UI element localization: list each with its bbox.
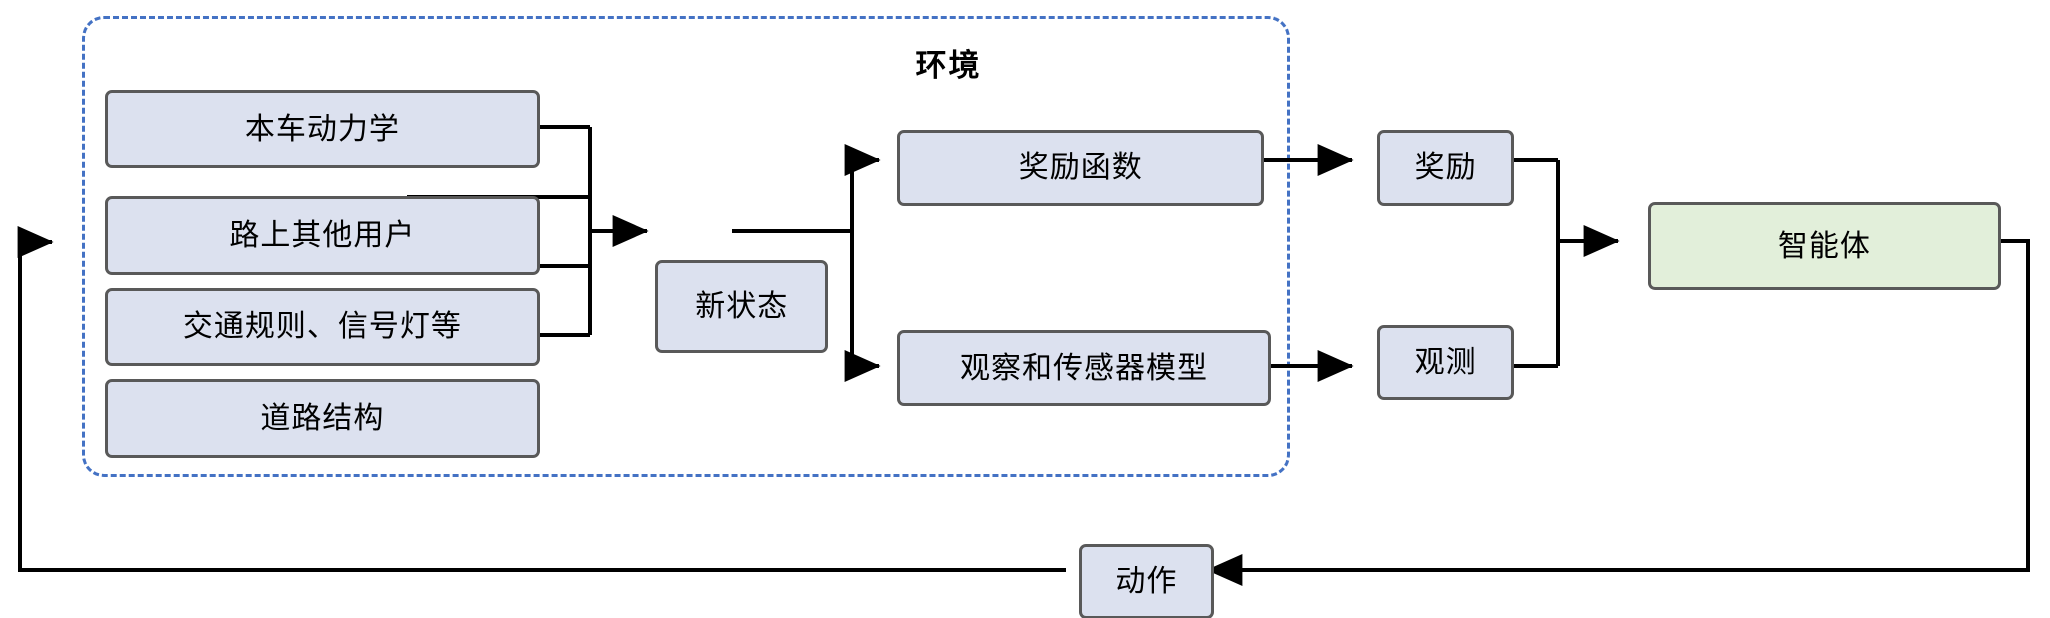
edge-agent-to-action [1206, 239, 2030, 586]
node-new-state-label: 新状态 [695, 289, 789, 323]
node-agent[interactable]: 智能体 [1647, 201, 2001, 291]
node-observation-sensor-model[interactable]: 观察和传感器模型 [896, 330, 1272, 406]
node-reward-function-label: 奖励函数 [1018, 151, 1143, 185]
node-other-road-users[interactable]: 路上其他用户 [104, 196, 541, 275]
node-other-road-users-label: 路上其他用户 [229, 218, 416, 252]
node-observation[interactable]: 观测 [1377, 324, 1514, 401]
node-reward[interactable]: 奖励 [1377, 129, 1514, 206]
node-action[interactable]: 动作 [1078, 543, 1215, 618]
node-observation-label: 观测 [1414, 346, 1477, 380]
node-new-state[interactable]: 新状态 [655, 259, 828, 353]
node-reward-label: 奖励 [1414, 151, 1477, 185]
node-traffic-rules-label: 交通规则、信号灯等 [182, 310, 462, 344]
node-action-label: 动作 [1115, 565, 1178, 598]
node-ego-dynamics-label: 本车动力学 [244, 112, 400, 146]
node-ego-dynamics[interactable]: 本车动力学 [104, 90, 541, 169]
node-observation-sensor-model-label: 观察和传感器模型 [960, 351, 1209, 385]
node-road-structure-label: 道路结构 [260, 401, 385, 435]
node-road-structure[interactable]: 道路结构 [104, 379, 541, 458]
node-agent-label: 智能体 [1777, 229, 1871, 263]
node-traffic-rules[interactable]: 交通规则、信号灯等 [104, 287, 541, 366]
environment-group-title: 环境 [915, 47, 982, 83]
node-reward-function[interactable]: 奖励函数 [896, 129, 1265, 206]
